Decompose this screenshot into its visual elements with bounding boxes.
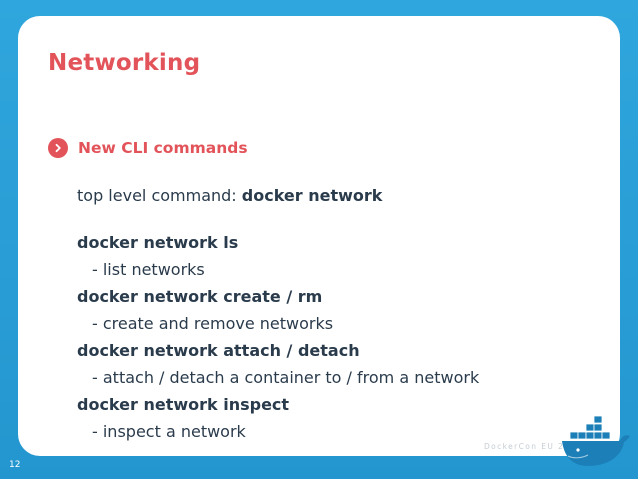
intro-command: docker network	[241, 186, 383, 205]
description-line: - create and remove networks	[92, 314, 334, 333]
command-line: docker network create / rm	[77, 287, 323, 306]
command-line: docker network ls	[77, 233, 239, 252]
description-line: - attach / detach a container to / from …	[92, 368, 480, 387]
intro-prefix: top level command:	[77, 186, 242, 205]
command-line: docker network inspect	[77, 395, 290, 414]
chevron-right-icon	[48, 138, 68, 158]
intro-line: top level command: docker network	[77, 186, 382, 205]
slide-card	[18, 16, 620, 456]
footer-text: DockerCon EU 2015	[484, 442, 583, 451]
page-number: 12	[9, 460, 21, 470]
docker-whale-icon	[562, 415, 630, 466]
slide-title: Networking	[48, 50, 201, 76]
description-line: - inspect a network	[92, 422, 246, 441]
bullet-item: New CLI commands	[48, 137, 248, 159]
description-line: - list networks	[92, 260, 205, 279]
command-line: docker network attach / detach	[77, 341, 360, 360]
bullet-text: New CLI commands	[78, 139, 248, 157]
